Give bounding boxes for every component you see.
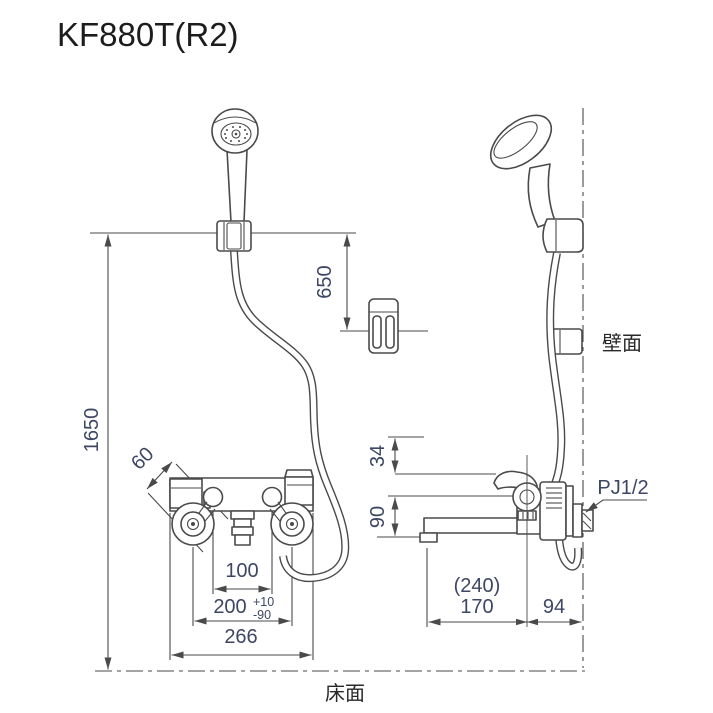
dim-reach-ref: (240) (454, 575, 501, 597)
spout-tip (419, 532, 438, 543)
page-title: KF880T(R2) (57, 16, 239, 53)
reference-lines (90, 108, 585, 672)
thread-rings (546, 487, 562, 509)
dim-overall-width: 266 (224, 626, 257, 648)
faucet-side (419, 470, 594, 543)
dim-handle-pitch: 100 (225, 560, 258, 582)
dim-inlet-pitch-tol-upper: +10 (253, 595, 274, 609)
dim-handle-diagonal: 60 (127, 443, 158, 474)
faucet-front (169, 469, 314, 546)
hand-shower-front (211, 108, 259, 223)
floor-label: 床面 (325, 682, 365, 705)
dim-center-to-wall: 94 (543, 596, 565, 618)
spout-front (230, 510, 255, 546)
wall-label: 壁面 (602, 332, 642, 355)
dim-inlet-pitch-tol-lower: -90 (253, 608, 271, 622)
hand-shower-side (489, 114, 556, 228)
thread-leader-line (585, 499, 647, 513)
shower-hose-side (546, 252, 583, 571)
shower-hose-front (230, 250, 350, 583)
dim-inlet-pitch: 200 (213, 596, 246, 618)
dim-center-to-spout: 90 (367, 506, 389, 528)
dim-top-to-center: 34 (367, 445, 389, 467)
side-view (419, 114, 594, 627)
front-view (169, 108, 399, 583)
shower-hanger-front (216, 220, 252, 252)
wall-nipple-flange (572, 503, 583, 538)
spout-side (423, 517, 522, 534)
dim-hanger-height: 1650 (81, 408, 103, 453)
dim-hanger-to-hook: 650 (314, 265, 336, 298)
dimension-lines: 1650 650 60 100 200 +10 -90 266 34 90 (2… (81, 234, 649, 670)
dim-spout-reach: 170 (460, 596, 493, 618)
shower-hanger-side (542, 218, 584, 253)
thread-size-label: PJ1/2 (597, 477, 648, 499)
flow-handle-front (284, 476, 314, 506)
hose-hook-front (368, 298, 399, 354)
